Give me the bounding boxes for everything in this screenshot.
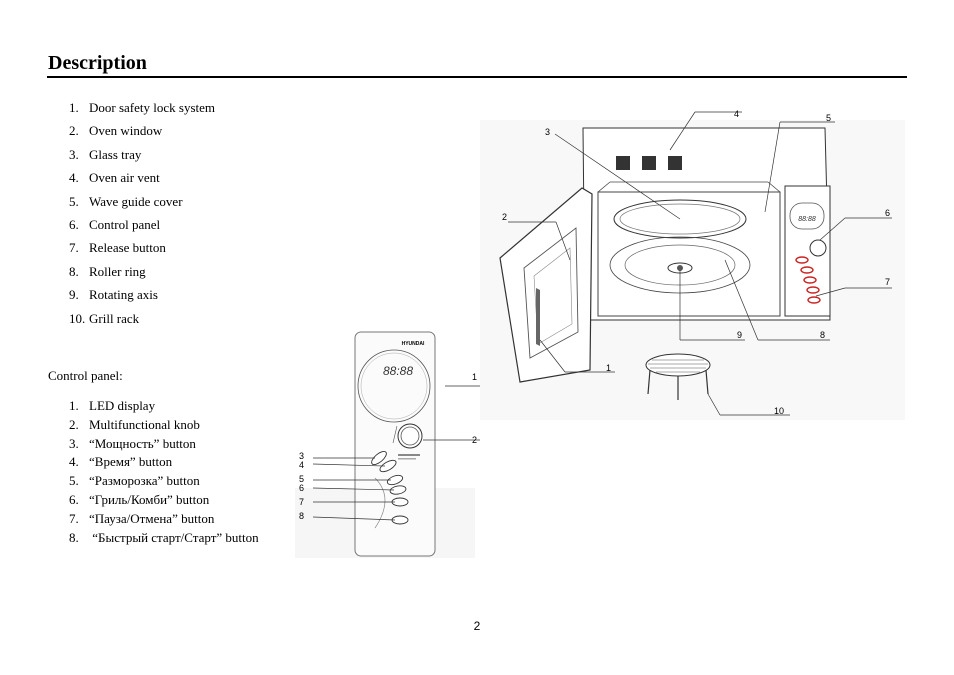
air-vent-1 [616, 156, 630, 170]
list-item-number: 6. [69, 492, 79, 507]
list-item-label: Release button [89, 240, 166, 256]
oven-callout-5: 5 [826, 113, 831, 123]
oven-callout-9: 9 [737, 330, 742, 340]
grill-rack [645, 353, 711, 400]
oven-callout-4: 4 [734, 109, 739, 119]
list-item-label: Glass tray [89, 146, 142, 162]
air-vent-3 [668, 156, 682, 170]
panel-button-1 [371, 451, 387, 465]
door-lock [536, 288, 540, 346]
list-item: 9. Rotating axis [69, 287, 158, 303]
panel-button-2 [379, 459, 397, 473]
list-item-label: “Разморозка” button [89, 473, 200, 489]
list-item: 3. Glass tray [69, 147, 141, 163]
list-item-number: 3. [69, 435, 79, 451]
list-item-label: “Мощность” button [89, 435, 196, 451]
list-item-label: Multifunctional knob [89, 416, 200, 432]
list-item-number: 3. [69, 146, 79, 162]
list-item-label: “Время” button [89, 454, 173, 470]
list-item-label: “Пауза/Отмена” button [89, 510, 215, 526]
panel-button-3 [386, 474, 404, 486]
oven-callout-1: 1 [606, 363, 611, 373]
list-item-label: Door safety lock system [89, 100, 216, 115]
list-item: 5. “Разморозка” button [69, 473, 200, 489]
list-item-number: 1. [69, 100, 79, 115]
led-display-window [357, 349, 431, 423]
oven-diagram: 88:88 1 2 3 4 5 6 7 [480, 109, 905, 420]
list-item-number: 9. [69, 287, 79, 303]
list-item-label: Oven window [89, 123, 163, 139]
oven-callout-3: 3 [545, 127, 550, 137]
panel-outline [354, 331, 436, 557]
panel-knob [397, 423, 423, 449]
page-number: 2 [473, 619, 481, 633]
list-item: 8. “Быстрый старт/Старт” button [69, 530, 259, 546]
oven-cavity [597, 191, 781, 317]
panel-callout-1: 1 [472, 372, 477, 382]
list-item: 2. Multifunctional knob [69, 417, 200, 433]
heading-rule [47, 76, 907, 78]
oven-led-digits: 88:88 [798, 216, 816, 223]
list-item-label: Rotating axis [89, 287, 158, 303]
panel-callout-8: 8 [299, 511, 304, 521]
oven-callout-7: 7 [885, 277, 890, 287]
list-item-number: 5. [69, 473, 79, 489]
list-item-number: 4. [69, 454, 79, 470]
list-item-number: 2. [69, 123, 79, 139]
oven-callout-2: 2 [502, 212, 507, 222]
list-item: 2. Oven window [69, 123, 162, 139]
list-item-label: Oven air vent [89, 170, 160, 186]
list-item-label: “Быстрый старт/Старт” button [89, 529, 259, 545]
panel-brand: HYUNDAI [402, 341, 425, 347]
list-item-number: 8. [69, 263, 79, 279]
list-item-label: Roller ring [89, 263, 146, 279]
control-panel-label: Control panel: [48, 368, 123, 383]
panel-callout-7: 7 [299, 497, 304, 507]
panel-callout-6: 6 [299, 483, 304, 493]
list-item: 1. Door safety lock system [69, 100, 215, 116]
panel-led-digits: 88:88 [383, 364, 413, 378]
list-item-number: 4. [69, 170, 79, 186]
list-item-label: Grill rack [89, 310, 140, 326]
list-item-number: 1. [69, 398, 79, 413]
page-heading: Description [48, 52, 147, 74]
panel-callout-2: 2 [472, 435, 477, 445]
list-item: 7. Release button [69, 240, 166, 256]
list-item-label: “Гриль/Комби” button [89, 492, 210, 507]
list-item: 4. “Время” button [69, 454, 172, 470]
list-item: 8. Roller ring [69, 264, 146, 280]
list-item: 4. Oven air vent [69, 170, 160, 186]
list-item-number: 7. [69, 240, 79, 256]
air-vent-2 [642, 156, 656, 170]
list-item: 10.Grill rack [69, 311, 139, 327]
oven-knob [809, 239, 827, 257]
list-item-label: Control panel [89, 217, 161, 232]
list-item: 6. “Гриль/Комби” button [69, 492, 209, 508]
list-item-label: Wave guide cover [89, 193, 183, 209]
list-item: 1. LED display [69, 398, 155, 414]
list-item-number: 7. [69, 510, 79, 526]
panel-callout-3: 3 [299, 451, 304, 461]
list-item-number: 6. [69, 217, 79, 232]
list-item-number: 2. [69, 416, 79, 432]
oven-callout-10: 10 [774, 406, 784, 416]
oven-callout-8: 8 [820, 330, 825, 340]
panel-button-4 [389, 485, 407, 495]
list-item-number: 5. [69, 193, 79, 209]
glass-tray [613, 199, 747, 239]
oven-callout-6: 6 [885, 208, 890, 218]
list-item-label: LED display [89, 398, 156, 413]
list-item-number: 8. [69, 529, 79, 545]
list-item-number: 10. [69, 310, 86, 326]
list-item: 3. “Мощность” button [69, 436, 196, 452]
control-panel-diagram: HYUNDAI 88:88 1 2 3 4 5 6 7 8 [295, 331, 480, 558]
panel-callout-5: 5 [299, 474, 304, 484]
list-item: 5. Wave guide cover [69, 194, 183, 210]
panel-callout-4: 4 [299, 460, 304, 470]
list-item: 7. “Пауза/Отмена” button [69, 511, 214, 527]
list-item: 6. Control panel [69, 217, 160, 233]
oven-buttons [795, 256, 821, 304]
